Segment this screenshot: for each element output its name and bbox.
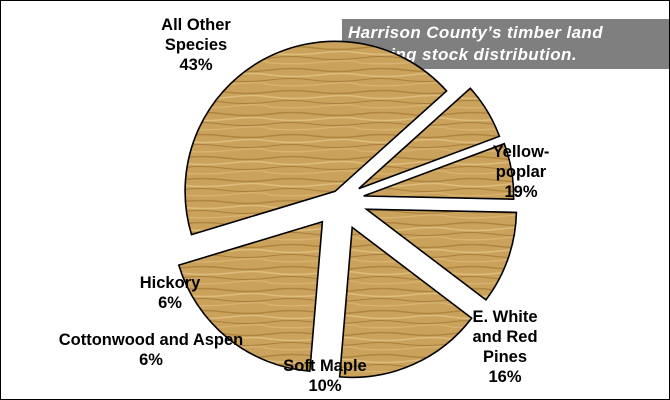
pie-slice-cottonwood-and-aspen <box>363 142 515 200</box>
pie-slice-all-other-species <box>184 40 448 236</box>
pie-slices <box>177 40 518 379</box>
pie-slice-yellow-poplar <box>177 220 324 373</box>
pie-slice-e-white-and-red-pines <box>338 225 473 379</box>
pie-slice-soft-maple <box>363 208 518 302</box>
chart-title-line-1: Harrison County’s timber land <box>348 23 603 42</box>
pie-slice-hickory <box>358 87 501 190</box>
